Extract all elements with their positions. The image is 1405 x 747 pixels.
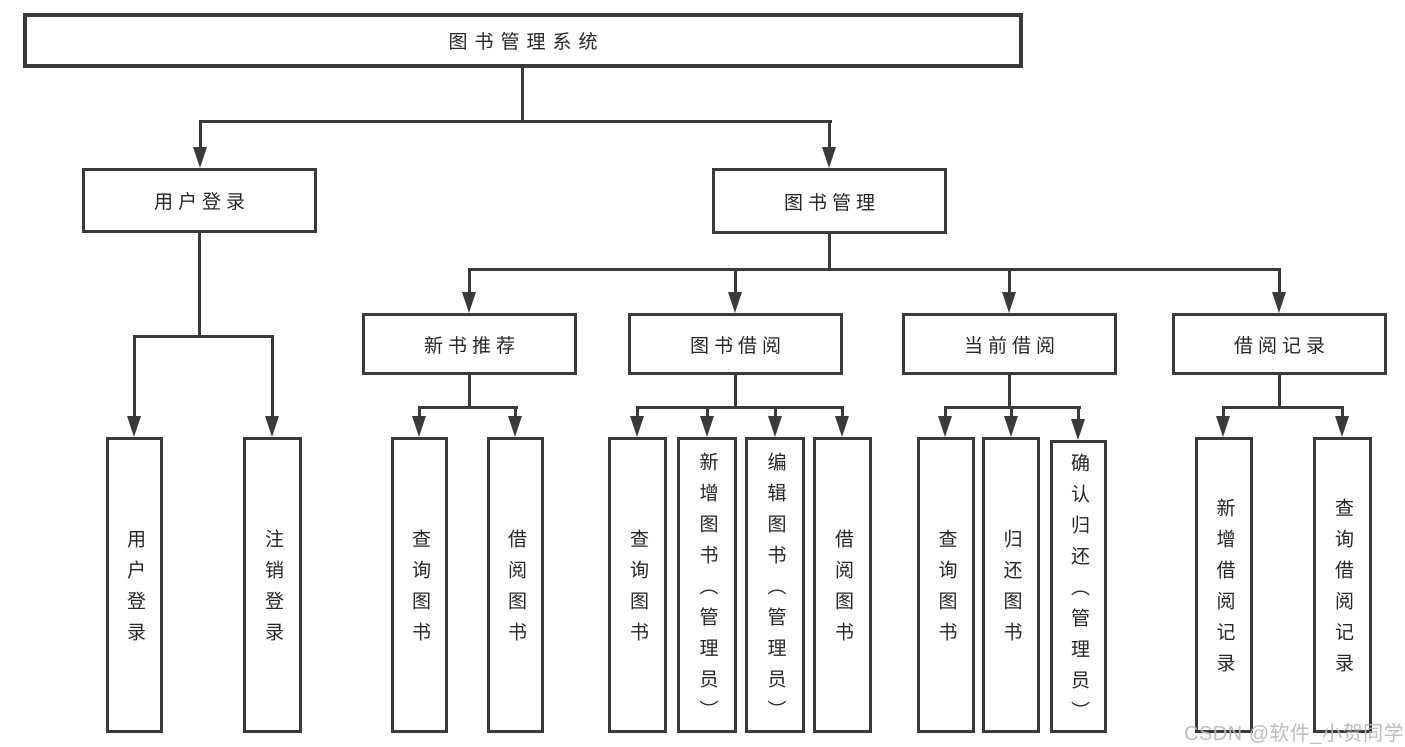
connector-bb-c3-stem	[774, 406, 777, 419]
leaf-bb-borrow-book: 借阅图书	[813, 437, 872, 733]
leaf-user-login-label: 用户登录	[124, 529, 145, 653]
leaf-br-query-record: 查询借阅记录	[1313, 437, 1372, 733]
connector-bb-c4-stem	[841, 406, 844, 419]
leaf-bb-edit-book: 编辑图书（管理员）	[745, 437, 805, 733]
leaf-bb-borrow-book-label: 借阅图书	[832, 529, 853, 653]
connector-br-down	[1278, 375, 1281, 406]
node-user-login-label: 用户登录	[153, 192, 250, 213]
connector-br-c2-stem	[1341, 406, 1344, 419]
connector-cb-c3-stem	[1077, 406, 1080, 422]
arrow-to-leaf-logout-icon	[265, 416, 279, 437]
leaf-logout-label: 注销登录	[262, 529, 283, 653]
connector-cb-stem	[1008, 268, 1011, 294]
connector-book-management-down	[828, 234, 831, 268]
leaf-cb-return-book-label: 归还图书	[1000, 529, 1022, 653]
arrow-to-cb-query-book-icon	[938, 416, 952, 437]
node-borrow-record: 借阅记录	[1172, 313, 1387, 375]
arrow-to-bb-borrow-book-icon	[835, 416, 849, 437]
leaf-nbr-query-book-label: 查询图书	[409, 529, 430, 653]
leaf-user-login: 用户登录	[106, 437, 163, 733]
arrow-to-bb-edit-book-icon	[768, 416, 782, 437]
node-book-management: 图书管理	[712, 168, 947, 234]
node-current-borrow-label: 当前借阅	[963, 335, 1060, 357]
connector-cb-down	[1008, 375, 1011, 406]
connector-nbr-c2-stem	[514, 406, 517, 419]
arrow-to-nbr-borrow-book-icon	[508, 416, 522, 437]
leaf-cb-return-book: 归还图书	[982, 437, 1040, 733]
node-new-book-recommend: 新书推荐	[362, 313, 577, 375]
connector-bb-down	[734, 375, 737, 406]
node-book-management-label: 图书管理	[783, 192, 880, 214]
connector-bb-c1-stem	[636, 406, 639, 419]
leaf-cb-confirm-return: 确认归还（管理员）	[1050, 440, 1107, 733]
arrow-to-leaf-user-login-icon	[127, 416, 141, 437]
connector-bb-c2-stem	[706, 406, 709, 419]
connector-br-bar	[1222, 406, 1344, 409]
arrow-to-current-borrow-icon	[1002, 292, 1016, 313]
node-book-borrow-label: 图书借阅	[689, 335, 786, 357]
arrow-to-book-management-icon	[822, 147, 836, 168]
leaf-nbr-borrow-book-label: 借阅图书	[505, 529, 526, 653]
node-new-book-recommend-label: 新书推荐	[423, 335, 520, 357]
node-root-label: 图书管理系统	[448, 32, 605, 53]
leaf-cb-query-book-label: 查询图书	[935, 529, 957, 653]
leaf-bb-query-book: 查询图书	[608, 437, 667, 733]
leaf-nbr-query-book: 查询图书	[391, 437, 448, 733]
node-book-borrow: 图书借阅	[628, 313, 843, 375]
leaf-br-add-record: 新增借阅记录	[1195, 437, 1253, 733]
node-user-login: 用户登录	[82, 168, 317, 233]
node-current-borrow: 当前借阅	[902, 313, 1117, 375]
arrow-to-bb-add-book-icon	[700, 416, 714, 437]
arrow-to-cb-confirm-return-icon	[1071, 419, 1085, 440]
leaf-bb-add-book-label: 新增图书（管理员）	[696, 451, 718, 731]
arrow-to-book-borrow-icon	[728, 292, 742, 313]
leaf-cb-confirm-return-label: 确认归还（管理员）	[1068, 453, 1089, 732]
connector-ul-child2-stem	[271, 335, 274, 418]
connector-ul-child1-stem	[133, 335, 136, 418]
arrow-to-new-book-recommend-icon	[462, 292, 476, 313]
connector-user-login-down	[198, 233, 201, 335]
connector-nbr-bar	[418, 406, 518, 409]
connector-bb-stem	[734, 268, 737, 294]
leaf-cb-query-book: 查询图书	[917, 437, 975, 733]
connector-nbr-c1-stem	[418, 406, 421, 419]
connector-nbr-stem	[468, 268, 471, 294]
connector-br-c1-stem	[1222, 406, 1225, 419]
connector-cb-c1-stem	[944, 406, 947, 419]
arrow-to-bb-query-book-icon	[630, 416, 644, 437]
connector-nbr-down	[468, 375, 471, 406]
leaf-br-add-record-label: 新增借阅记录	[1213, 498, 1235, 684]
arrow-to-cb-return-book-icon	[1004, 416, 1018, 437]
connector-user-login-bar	[133, 335, 274, 338]
node-borrow-record-label: 借阅记录	[1233, 335, 1330, 357]
arrow-to-nbr-query-book-icon	[412, 416, 426, 437]
connector-root-stem	[521, 68, 524, 120]
node-root: 图书管理系统	[23, 13, 1023, 68]
leaf-bb-query-book-label: 查询图书	[627, 529, 648, 653]
arrow-to-user-login-icon	[193, 147, 207, 168]
arrow-to-br-query-record-icon	[1335, 416, 1349, 437]
leaf-nbr-borrow-book: 借阅图书	[487, 437, 544, 733]
arrow-to-br-add-record-icon	[1216, 416, 1230, 437]
connector-cb-c2-stem	[1010, 406, 1013, 419]
connector-br-stem	[1278, 268, 1281, 294]
leaf-bb-edit-book-label: 编辑图书（管理员）	[764, 451, 786, 731]
connector-user-login-stem	[199, 120, 202, 150]
connector-book-management-stem	[828, 120, 831, 150]
connector-root-bar	[199, 120, 832, 123]
connector-book-management-bar	[468, 268, 1281, 271]
arrow-to-borrow-record-icon	[1272, 292, 1286, 313]
csdn-watermark: CSDN @软件_小贺同学	[1184, 723, 1405, 745]
connector-bb-bar	[636, 406, 844, 409]
leaf-bb-add-book: 新增图书（管理员）	[677, 437, 737, 733]
leaf-logout: 注销登录	[243, 437, 302, 733]
leaf-br-query-record-label: 查询借阅记录	[1332, 498, 1353, 684]
